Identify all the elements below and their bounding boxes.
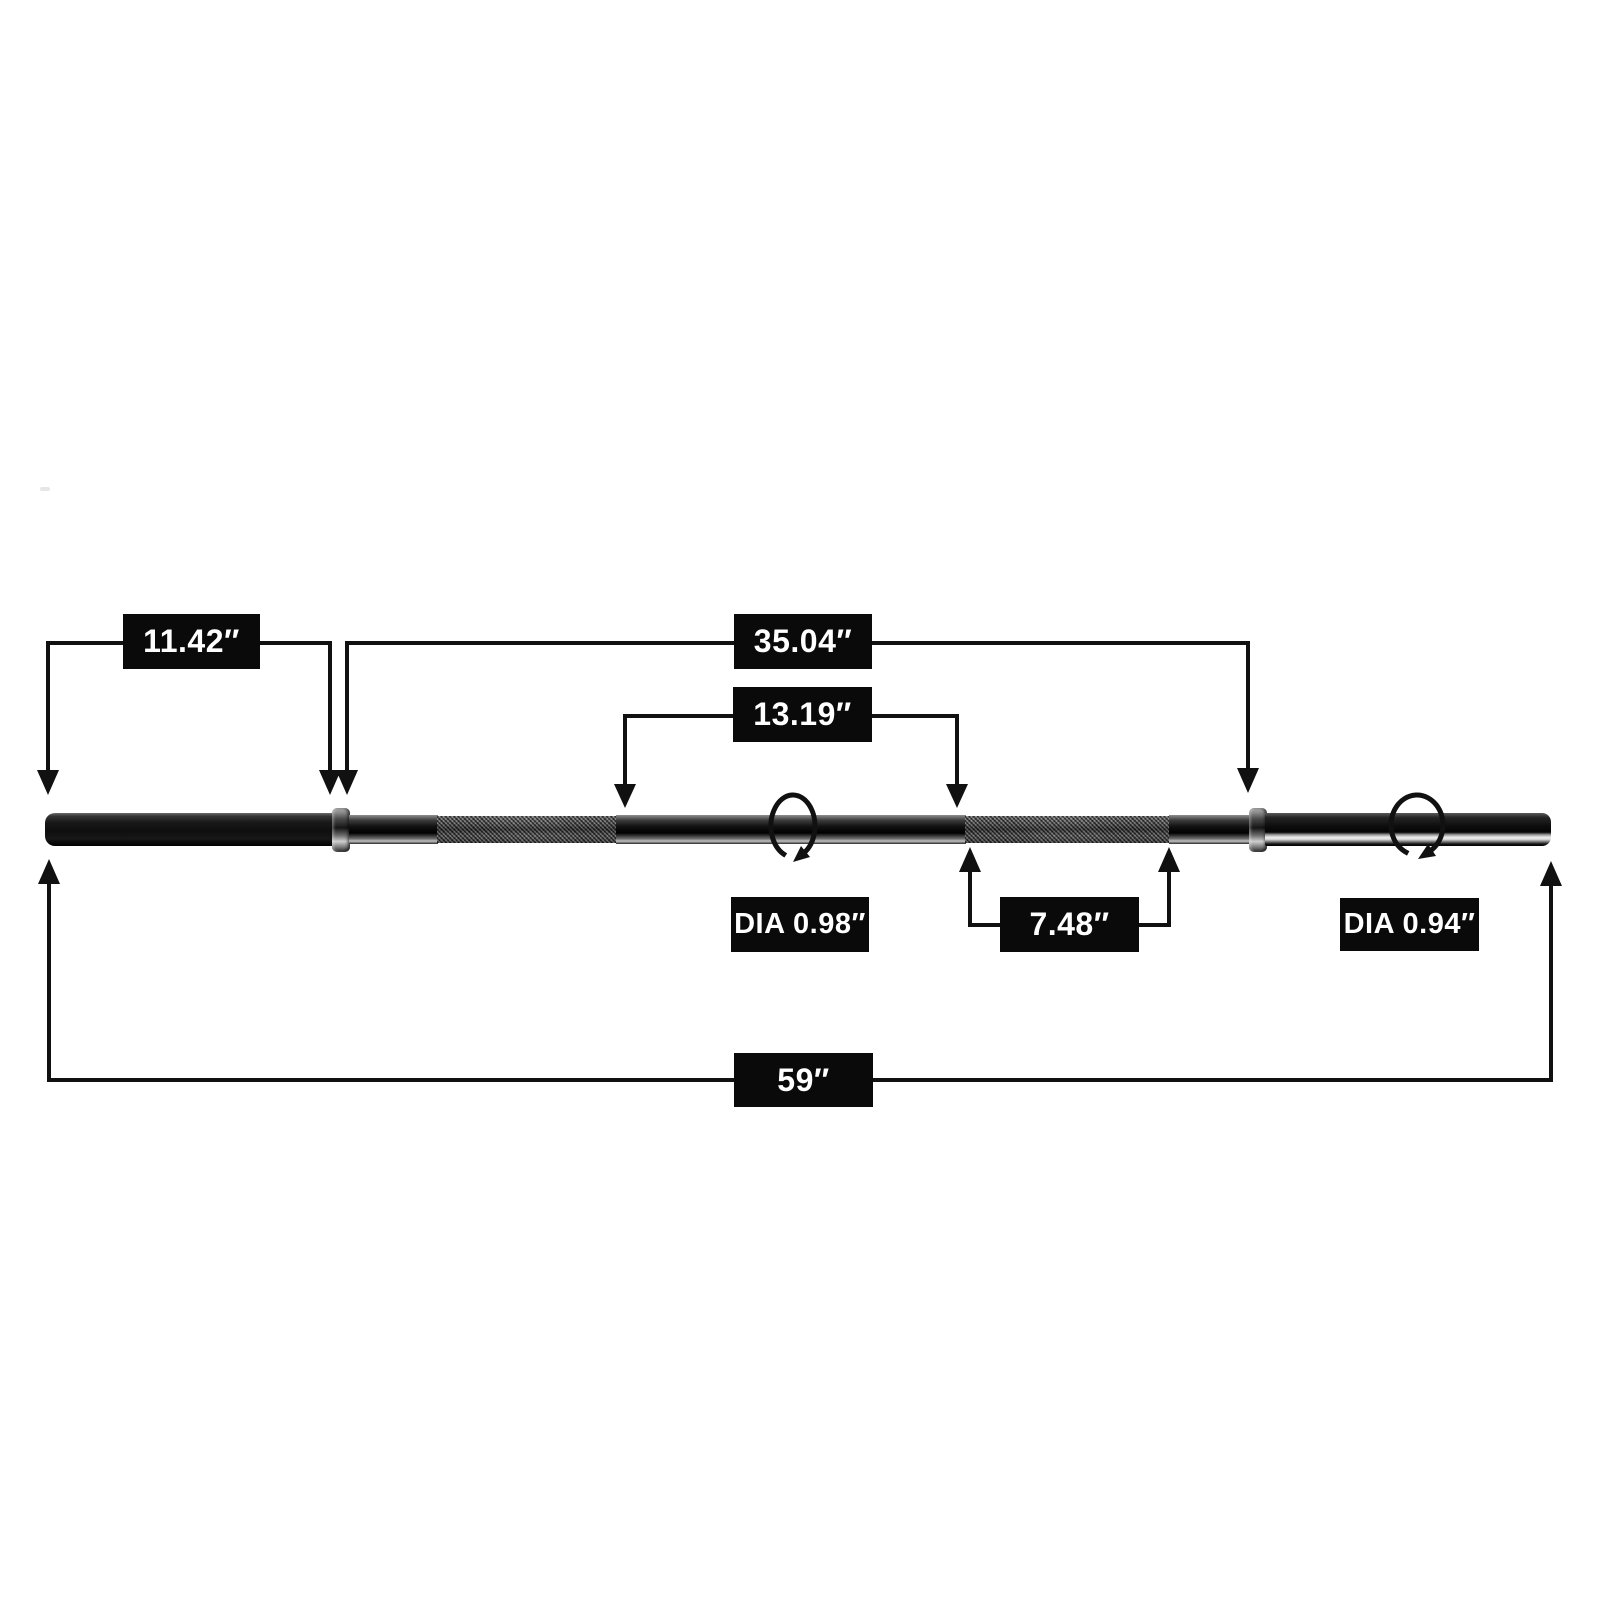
bar-shaft-left (349, 815, 438, 844)
dimension-label-center-grip: 13.19″ (733, 687, 872, 742)
stray-mark (40, 487, 50, 491)
arrowhead-down-icon (614, 784, 636, 808)
bar-left-knurl (437, 816, 616, 843)
arrowhead-up-icon (1540, 861, 1562, 886)
arrowhead-down-icon (1237, 768, 1259, 793)
rotation-arrowhead-icon (1418, 844, 1436, 859)
dimension-value: DIA 0.94″ (1343, 908, 1476, 940)
arrowhead-up-icon (959, 847, 981, 872)
dimension-value: 59″ (777, 1061, 830, 1098)
arrowhead-down-icon (946, 784, 968, 808)
dimension-value: 13.19″ (753, 696, 852, 732)
arrowhead-down-icon (37, 770, 59, 795)
bar-shaft-center (616, 815, 966, 844)
bar-left-collar (332, 808, 350, 852)
dimension-value: 7.48″ (1029, 906, 1110, 942)
dimension-label-sleeve-diameter: DIA 0.94″ (1340, 898, 1479, 951)
arrowhead-down-icon (336, 770, 358, 795)
arrowhead-up-icon (38, 859, 60, 884)
rotation-arrowhead-icon (793, 846, 810, 862)
dim-right-knurl (959, 847, 1180, 927)
dimension-label-right-knurl: 7.48″ (1000, 897, 1139, 952)
bar-right-collar (1249, 808, 1267, 852)
rotation-symbols (768, 792, 1446, 862)
bar-right-knurl (965, 816, 1169, 843)
bar-left-sleeve (45, 813, 336, 846)
rotation-arrow-icon (768, 792, 818, 858)
dimension-value: 11.42″ (143, 623, 240, 659)
bar-shaft-right (1169, 815, 1250, 844)
dim-center-grip (614, 714, 968, 808)
dimension-label-total-length: 59″ (734, 1053, 873, 1107)
arrowhead-up-icon (1158, 847, 1180, 872)
dimension-label-center-diameter: DIA 0.98″ (731, 897, 869, 952)
dimension-value: 35.04″ (753, 623, 853, 659)
bar-right-sleeve (1265, 813, 1551, 846)
dimension-label-shaft-span: 35.04″ (734, 614, 872, 669)
rotation-arrow-icon (1388, 792, 1446, 856)
dimension-value: DIA 0.98″ (734, 908, 866, 940)
dim-total-length (38, 859, 1562, 1082)
dimension-label-left-sleeve: 11.42″ (123, 614, 260, 669)
arrowhead-down-icon (319, 770, 341, 795)
